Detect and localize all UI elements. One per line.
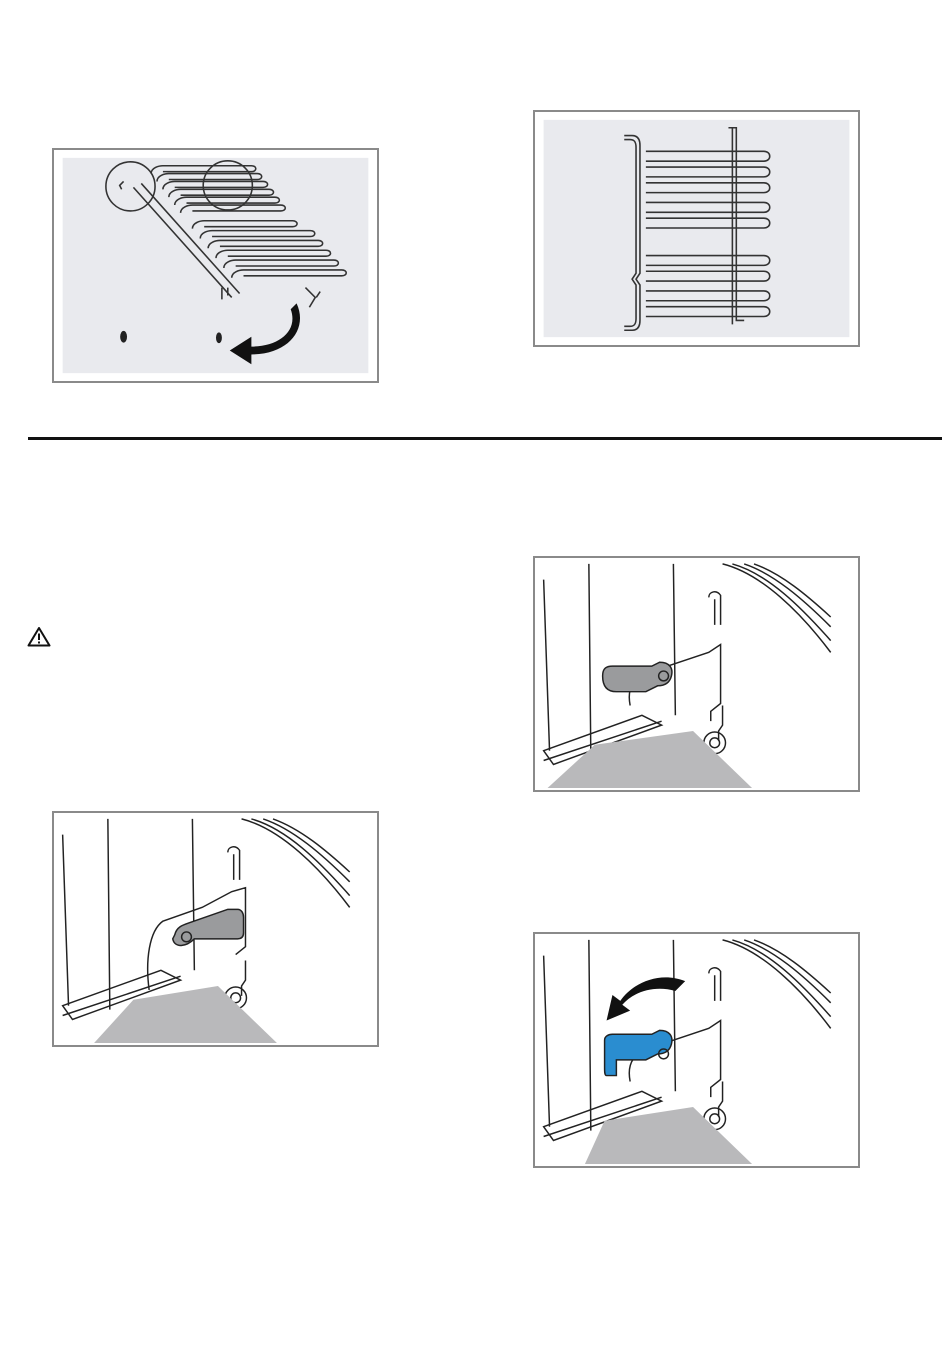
door-hinge-lever-illustration [535, 558, 858, 790]
figure-door-hinge-open [533, 556, 860, 792]
figure-door-hinge-closed [52, 811, 379, 1047]
section-separator [28, 437, 942, 440]
figure-rack-removal [52, 148, 379, 383]
door-hinge-lever-closed-illustration [54, 813, 377, 1045]
door-hinge-lever-fold-illustration [535, 934, 858, 1166]
figure-rack-front [533, 110, 860, 347]
figure-door-hinge-fold [533, 932, 860, 1168]
shelf-rack-removal-illustration [54, 150, 377, 381]
warning-triangle-icon [27, 626, 51, 647]
shelf-rack-front-illustration [535, 112, 858, 345]
